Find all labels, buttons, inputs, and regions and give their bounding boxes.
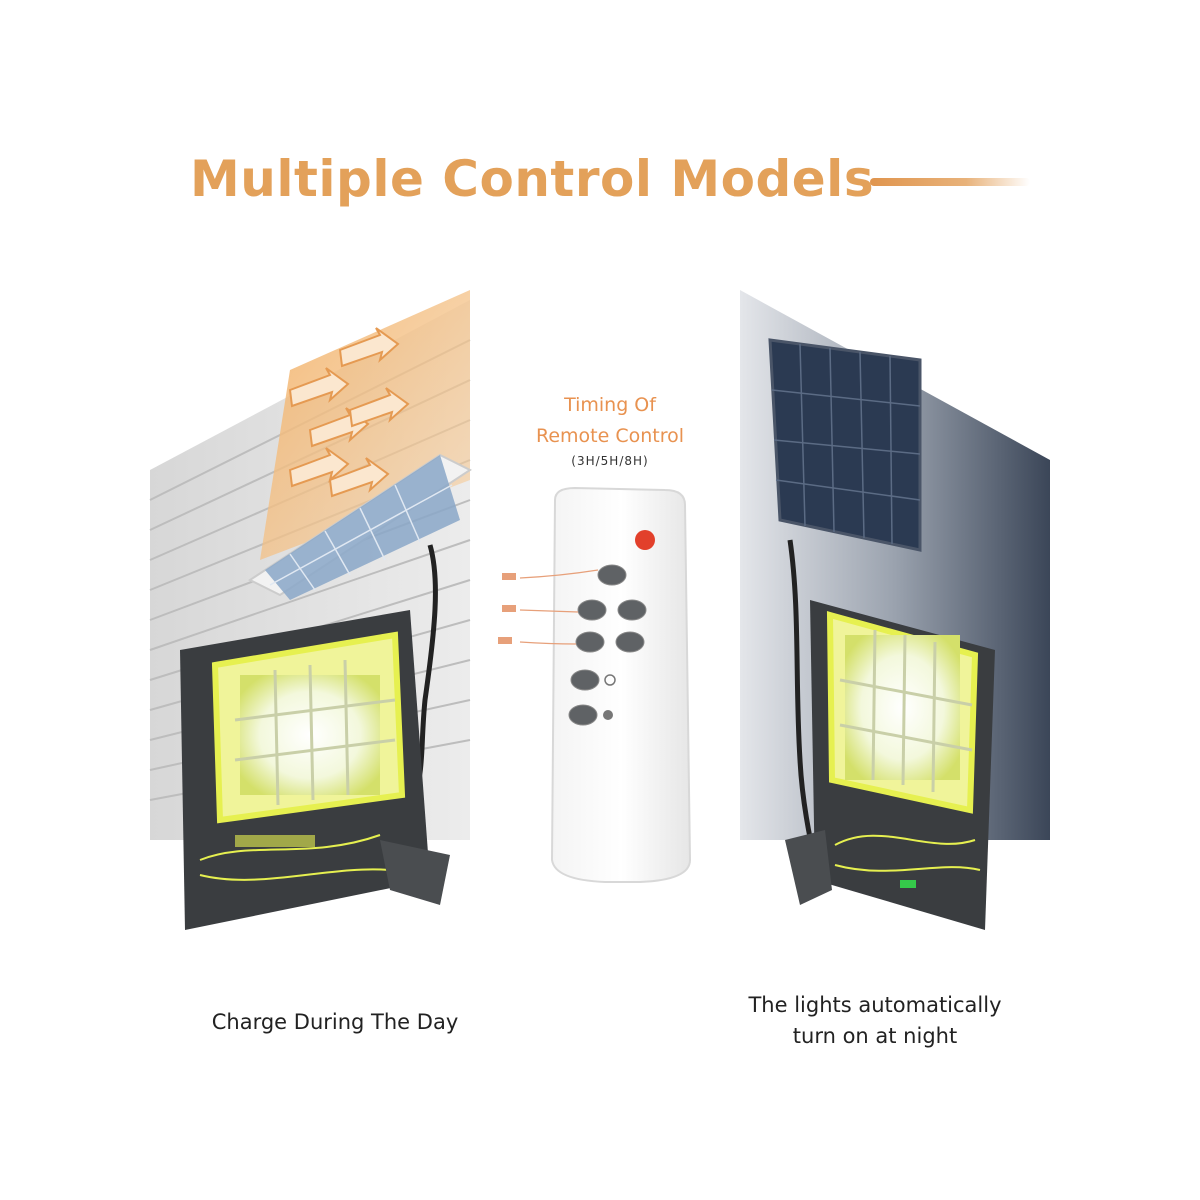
day-charging-caption: Charge During The Day [211, 1010, 459, 1034]
remote-power-button [635, 530, 655, 550]
remote-brightness-button [617, 599, 647, 621]
power-cable [787, 539, 818, 861]
solar-panel-icon [768, 338, 922, 552]
flood-light-icon [785, 600, 995, 930]
remote-title: Timing Of Remote Control [480, 390, 740, 452]
moon-icon [603, 710, 613, 720]
night-caption-line2: turn on at night [792, 1024, 958, 1048]
sun-arrow-icon [288, 327, 410, 498]
remote-5h-button [577, 599, 607, 621]
night-auto-scene [740, 290, 1050, 930]
remote-3h-button [597, 564, 627, 586]
remote-8h-button [575, 631, 605, 653]
sun-icon [604, 674, 616, 686]
remote-title-line2: Remote Control [535, 425, 685, 447]
flood-light-icon [180, 610, 450, 930]
remote-control-icon [498, 486, 692, 883]
remote-title-line1: Timing Of [564, 394, 656, 416]
remote-mode-button [568, 704, 598, 726]
title-underline [870, 178, 1030, 186]
day-charging-scene [149, 290, 472, 930]
remote-auto-button [570, 669, 600, 691]
night-caption-line1: The lights automatically [748, 993, 1002, 1017]
remote-body [550, 486, 692, 883]
remote-panel: Timing Of Remote Control (3H/5H/8H) [480, 380, 740, 900]
page-title: Multiple Control Models [190, 150, 875, 208]
night-auto-caption: The lights automatically turn on at nigh… [700, 990, 1050, 1052]
solar-panel-icon [248, 453, 472, 600]
remote-timing-options: (3H/5H/8H) [571, 454, 649, 468]
remote-dim-button [615, 631, 645, 653]
